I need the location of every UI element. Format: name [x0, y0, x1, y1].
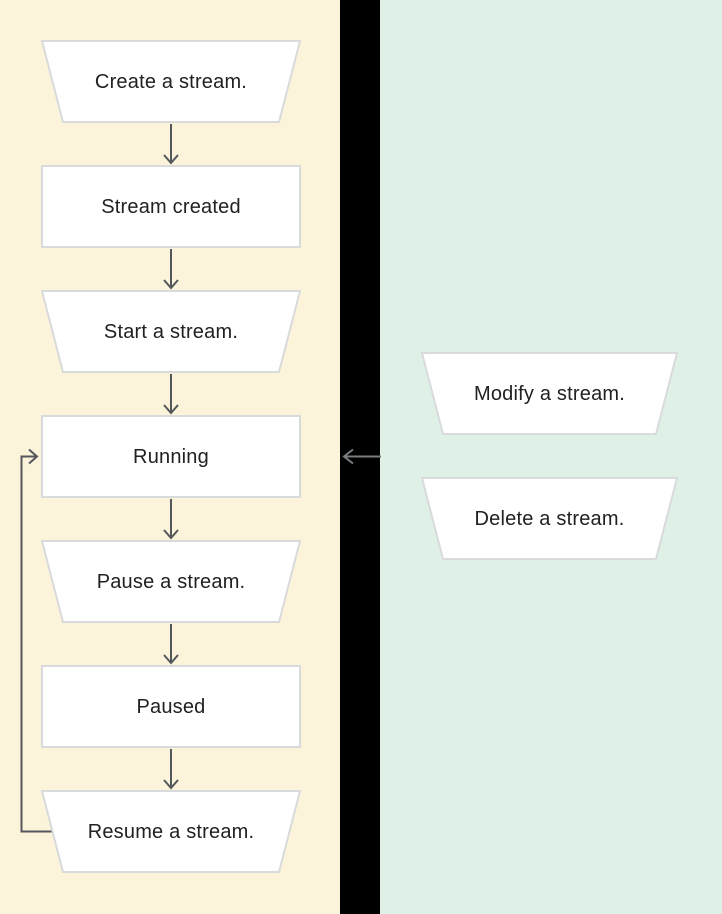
- node-delete-a-stream: Delete a stream.: [421, 477, 678, 560]
- node-pause-a-stream: Pause a stream.: [41, 540, 301, 623]
- trapezoid-shape: [41, 290, 301, 373]
- node-modify-a-stream: Modify a stream.: [421, 352, 678, 435]
- node-label: Running: [133, 445, 209, 468]
- black-divider: [340, 0, 380, 914]
- trapezoid-shape: [421, 477, 678, 560]
- node-label: Start a stream.: [103, 320, 239, 343]
- rectangle-shape: [41, 665, 301, 748]
- rectangle-shape: [41, 415, 301, 498]
- node-label: Modify a stream.: [473, 382, 626, 405]
- trapezoid-shape: [41, 540, 301, 623]
- node-label: Paused: [136, 695, 206, 718]
- trapezoid-shape: [421, 352, 678, 435]
- node-start-a-stream: Start a stream.: [41, 290, 301, 373]
- node-label: Resume a stream.: [87, 820, 255, 843]
- trapezoid-shape: [41, 40, 301, 123]
- node-label: Pause a stream.: [96, 570, 246, 593]
- node-running: Running: [41, 415, 301, 498]
- node-create-a-stream: Create a stream.: [41, 40, 301, 123]
- node-resume-a-stream: Resume a stream.: [41, 790, 301, 873]
- node-paused: Paused: [41, 665, 301, 748]
- rectangle-shape: [41, 165, 301, 248]
- node-stream-created: Stream created: [41, 165, 301, 248]
- actions-panel: [380, 0, 722, 914]
- trapezoid-shape: [41, 790, 301, 873]
- node-label: Stream created: [101, 195, 241, 218]
- node-label: Delete a stream.: [474, 507, 625, 530]
- node-label: Create a stream.: [94, 70, 248, 93]
